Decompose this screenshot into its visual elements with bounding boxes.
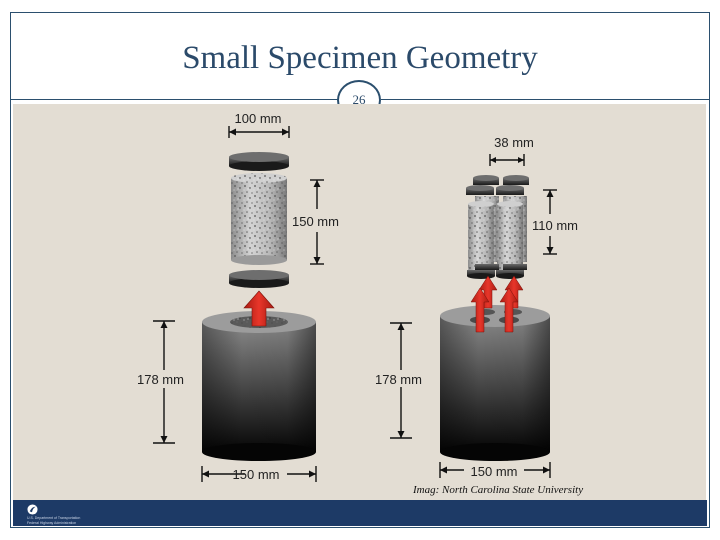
right-gyratory-specimen [440, 305, 550, 461]
title-divider-right [381, 99, 710, 100]
slide-title: Small Specimen Geometry [182, 40, 538, 76]
dot-logo-icon [27, 504, 38, 515]
right-gyratory-height-label: 178 mm [375, 372, 422, 387]
footer-agency-text: Federal Highway Administration [27, 521, 77, 525]
specimen-diagram: 100 mm 150 mm 178 mm 150 mm 38 mm 110 mm… [13, 104, 706, 500]
left-extraction-arrow [243, 290, 275, 327]
footer-bar: U.S. Department of Transportation Federa… [13, 500, 707, 526]
left-top-diameter-label: 100 mm [235, 111, 282, 126]
dimension-arrowheads [160, 128, 554, 478]
right-specimen-group [440, 175, 550, 461]
right-core-height-label: 110 mm [532, 218, 578, 233]
left-specimen-group [202, 152, 316, 461]
right-extraction-arrows [470, 275, 524, 333]
left-gyratory-diameter-label: 150 mm [233, 467, 280, 482]
left-core-specimen [231, 173, 287, 265]
image-credit-caption: Imag: North Carolina State University [413, 484, 584, 496]
right-gyratory-diameter-label: 150 mm [471, 464, 518, 479]
footer-department-text: U.S. Department of Transportation [27, 516, 81, 520]
left-gyratory-height-label: 178 mm [137, 372, 184, 387]
slide-frame [10, 12, 710, 528]
left-gyratory-specimen [202, 311, 316, 461]
left-core-height-label: 150 mm [292, 214, 339, 229]
right-top-diameter-label: 38 mm [494, 135, 534, 150]
right-core-specimens [466, 175, 529, 279]
left-top-cap [229, 152, 289, 171]
figure-background [13, 104, 706, 500]
left-bottom-cap [229, 270, 289, 288]
title-divider-left [10, 99, 340, 100]
